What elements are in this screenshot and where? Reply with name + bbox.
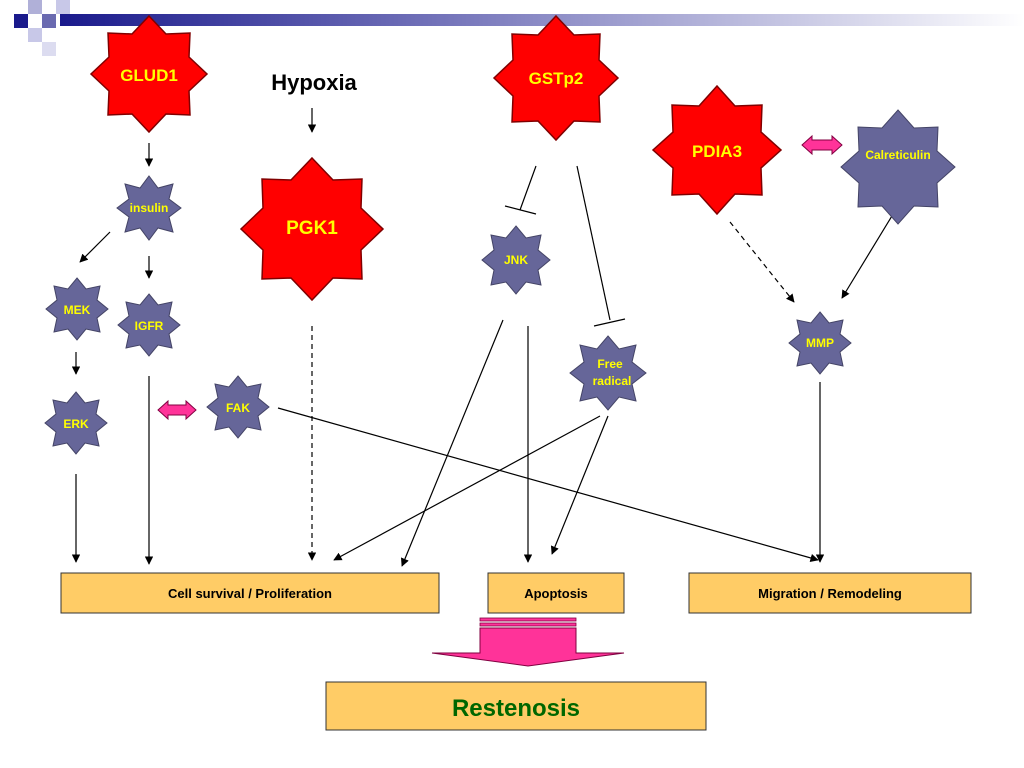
mmp-label: MMP: [806, 336, 834, 350]
free-radical-label-line2: radical: [593, 374, 632, 388]
banner-square: [28, 28, 42, 42]
inhibit-gstp2-radical: [576, 165, 611, 321]
arrow-fak-migration: [277, 407, 819, 562]
arrow-insulin-mek: [79, 231, 111, 263]
outcome-apoptosis: Apoptosis: [487, 572, 625, 614]
restenosis-label: Restenosis: [452, 695, 580, 722]
pgk1-node: PGK1: [239, 156, 385, 302]
mmp-node: MMP: [788, 311, 852, 375]
outcome-box: [60, 572, 440, 614]
erk-label: ERK: [63, 417, 89, 431]
calreticulin-label: Calreticulin: [865, 148, 930, 162]
outcome-restenosis: Restenosis: [325, 681, 707, 731]
arrow-pdia3-mmp: [729, 221, 795, 303]
banner-square: [28, 0, 42, 14]
gstp2-node: GSTp2: [492, 14, 620, 142]
blue-star-shape: [569, 335, 647, 411]
erk-node: ERK: [44, 391, 108, 455]
inhibit-gstp2-jnk: [519, 165, 537, 211]
title-banner: [14, 0, 1024, 56]
outcome-cell-survival: Cell survival / Proliferation: [60, 572, 440, 614]
blue-star-shape: [840, 109, 956, 225]
down-arrow-shape: [431, 627, 625, 667]
free-radical-node: Free radical: [569, 335, 647, 411]
red-star-shape: [89, 14, 209, 134]
outcome-box: [487, 572, 625, 614]
red-star-shape: [492, 14, 620, 142]
igfr-fak-interaction-arrow: [157, 399, 197, 421]
gstp2-label: GSTp2: [529, 69, 584, 88]
banner-square: [14, 14, 28, 28]
igfr-node: IGFR: [117, 293, 181, 357]
pgk1-label: PGK1: [286, 218, 338, 239]
blue-star-shape: [206, 375, 270, 439]
jnk-label: JNK: [504, 253, 528, 267]
banner-square: [42, 14, 56, 28]
banner-square: [42, 42, 56, 56]
arrow-radical-apoptosis: [550, 415, 609, 555]
insulin-node: insulin: [116, 175, 182, 241]
fak-node: FAK: [206, 375, 270, 439]
jnk-node: JNK: [481, 225, 551, 295]
cell-survival-label: Cell survival / Proliferation: [168, 586, 332, 601]
hypoxia-label: Hypoxia: [271, 70, 357, 95]
fak-label: FAK: [226, 401, 250, 415]
outcome-migration: Migration / Remodeling: [688, 572, 972, 614]
arrow-radical-survival: [333, 415, 601, 561]
blue-star-shape: [45, 277, 109, 341]
blue-star-shape: [788, 311, 852, 375]
blue-star-shape: [116, 175, 182, 241]
blue-star-shape: [481, 225, 551, 295]
connectors: [71, 108, 899, 567]
arrow-calreticulin-mmp: [841, 205, 899, 299]
pdia3-calreticulin-interaction-arrow: [801, 134, 843, 156]
glud1-node: GLUD1: [89, 14, 209, 134]
arrow-jnk-survival: [400, 319, 504, 567]
restenosis-arrow: [431, 617, 625, 667]
free-radical-label-line1: Free: [597, 357, 623, 371]
insulin-label: insulin: [130, 201, 169, 215]
outcome-box: [688, 572, 972, 614]
mek-node: MEK: [45, 277, 109, 341]
blue-star-shape: [117, 293, 181, 357]
apoptosis-label: Apoptosis: [524, 586, 588, 601]
glud1-label: GLUD1: [120, 66, 178, 85]
blue-star-shape: [44, 391, 108, 455]
pink-double-arrows: [157, 134, 843, 421]
pdia3-label: PDIA3: [692, 142, 742, 161]
calreticulin-node: Calreticulin: [840, 109, 956, 225]
outcome-box: [325, 681, 707, 731]
pdia3-node: PDIA3: [651, 84, 783, 216]
inhibit-bar-jnk: [504, 205, 537, 215]
banner-square: [56, 0, 70, 14]
red-star-shape: [651, 84, 783, 216]
inhibit-bar-radical: [593, 318, 626, 327]
migration-label: Migration / Remodeling: [758, 586, 902, 601]
mek-label: MEK: [64, 303, 91, 317]
red-star-shape: [239, 156, 385, 302]
igfr-label: IGFR: [135, 319, 164, 333]
